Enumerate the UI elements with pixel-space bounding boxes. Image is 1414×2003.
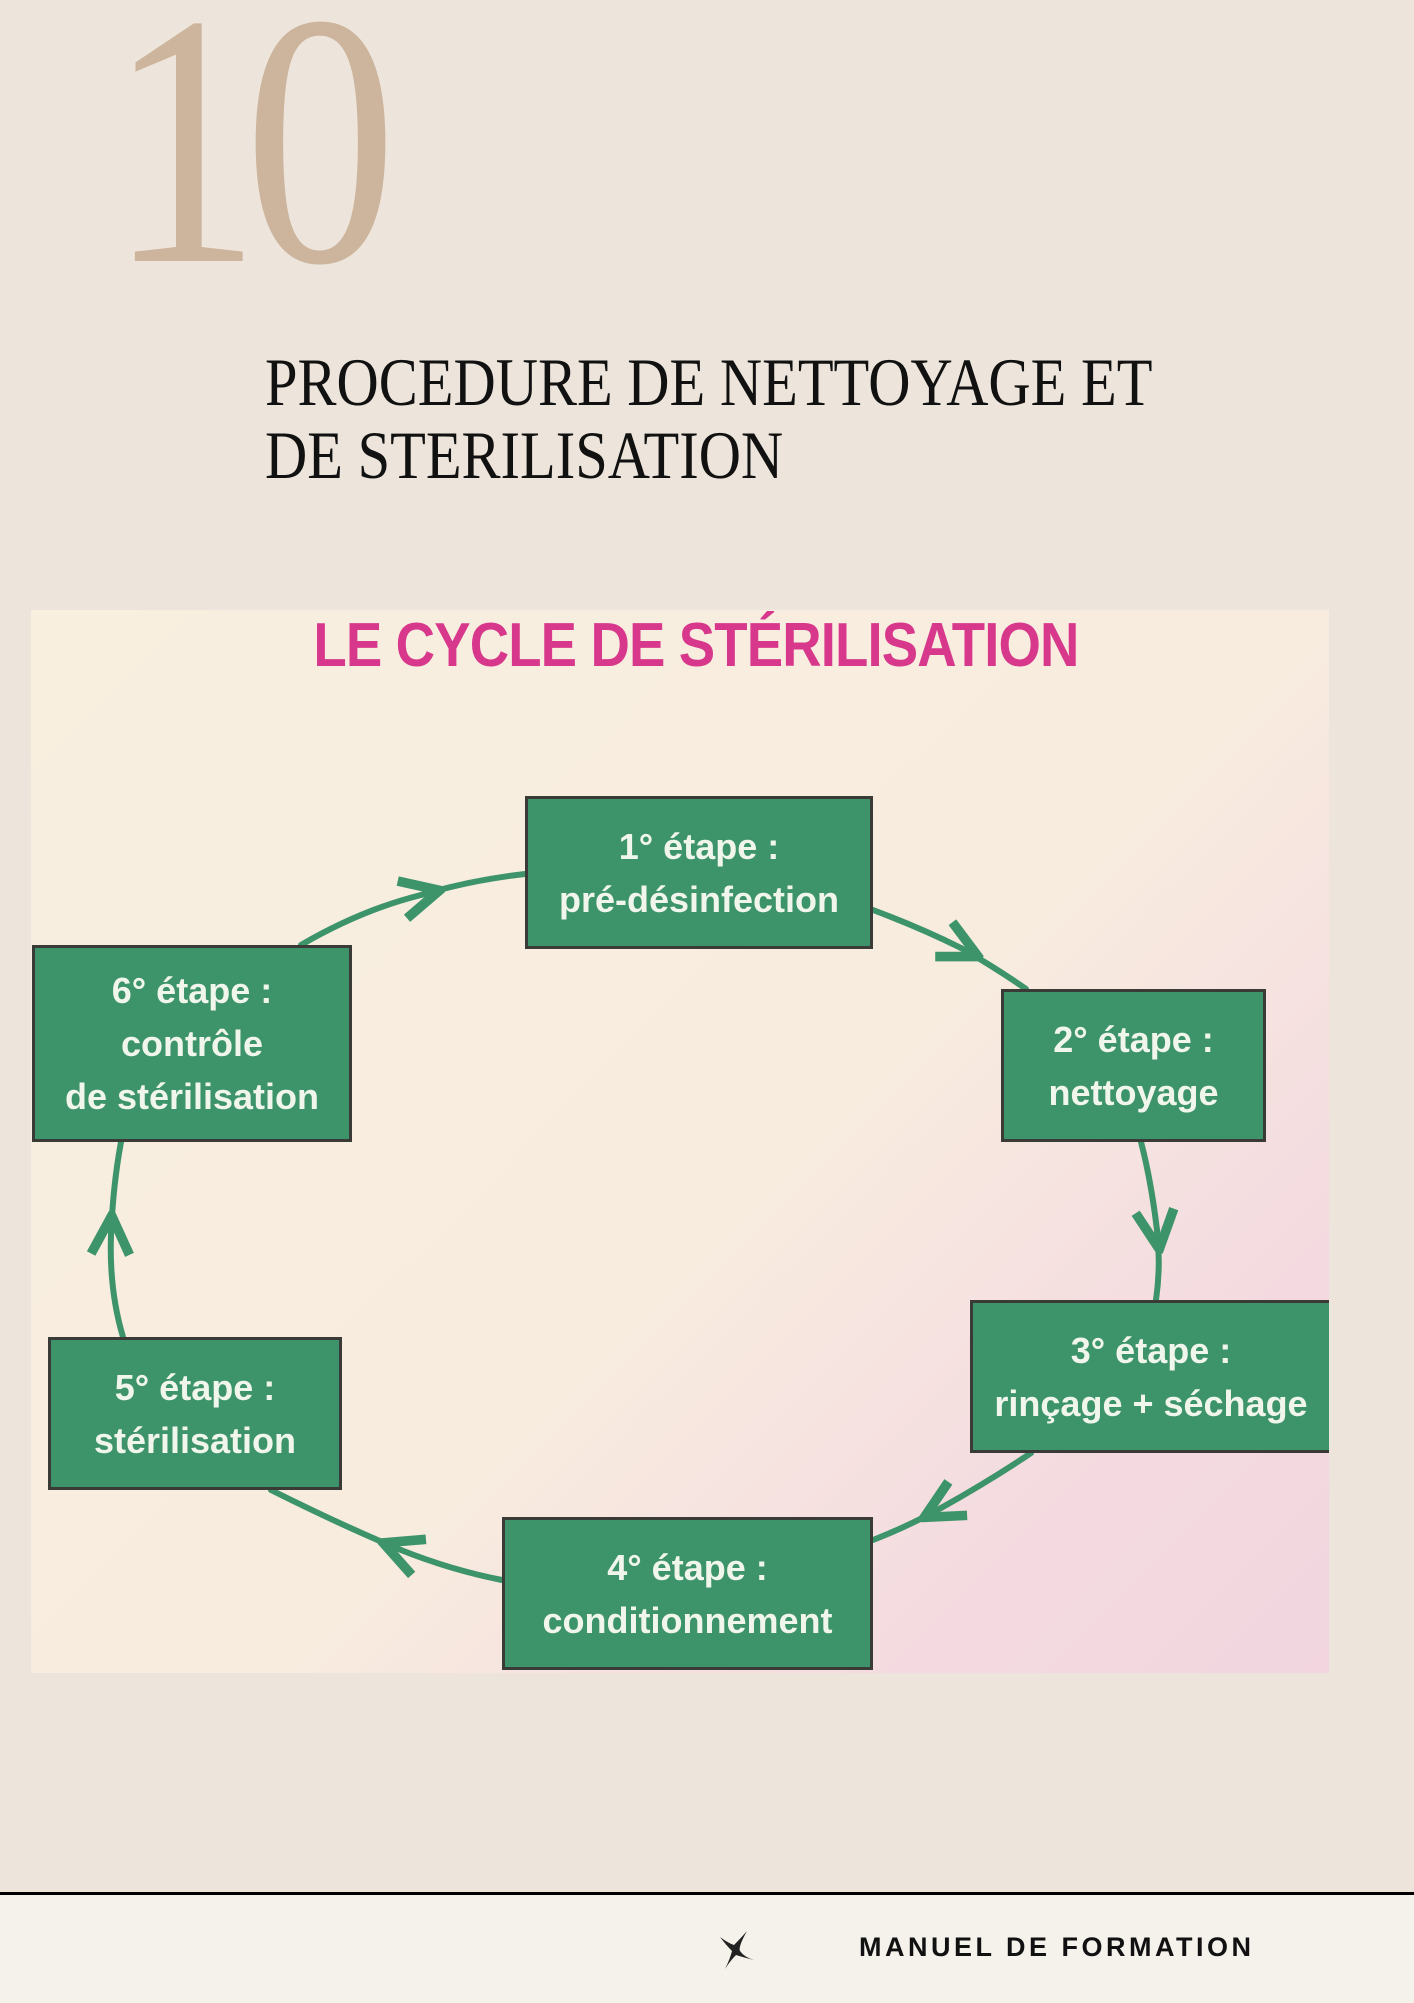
cycle-arrows bbox=[31, 871, 1329, 1583]
step-desc: stérilisation bbox=[93, 1419, 297, 1461]
step-desc-2: de stérilisation bbox=[64, 1076, 320, 1117]
page-title-line-2: DE STERILISATION bbox=[265, 417, 784, 493]
step-1-box: 1° étape : pré-désinfection bbox=[525, 796, 873, 949]
arrow-4-to-5 bbox=[401, 1550, 505, 1583]
step-6-box: 6° étape : contrôle de stérilisation bbox=[32, 945, 352, 1142]
chapter-number: 10 bbox=[108, 0, 397, 339]
step-2-box: 2° étape : nettoyage bbox=[1001, 989, 1266, 1142]
arrow-2-to-3 bbox=[1141, 1139, 1157, 1230]
sterilization-cycle-diagram: LE CYCLE DE STÉRILISATION 1° étape : pré… bbox=[31, 610, 1329, 1673]
step-label: 2° étape : bbox=[1053, 1018, 1214, 1060]
step-label: 5° étape : bbox=[114, 1366, 276, 1408]
step-5-box: 5° étape : stérilisation bbox=[48, 1337, 342, 1490]
diagram-title: LE CYCLE DE STÉRILISATION bbox=[313, 611, 1079, 680]
step-desc: pré-désinfection bbox=[558, 878, 840, 920]
step-label: 3° étape : bbox=[1070, 1329, 1232, 1371]
step-desc: nettoyage bbox=[1048, 1071, 1219, 1113]
step-desc: contrôle bbox=[120, 1023, 263, 1064]
footer: MANUEL DE FORMATION bbox=[0, 1892, 1414, 2003]
step-3-box: 3° étape : rinçage + séchage bbox=[970, 1300, 1329, 1453]
footer-text: MANUEL DE FORMATION bbox=[859, 1932, 1255, 1962]
arrow-6-to-1 bbox=[298, 895, 421, 948]
step-label: 6° étape : bbox=[111, 970, 273, 1011]
page-title: PROCEDURE DE NETTOYAGE ET DE STERILISATI… bbox=[265, 346, 1152, 492]
sparkle-star-icon bbox=[720, 1931, 754, 1969]
arrow-3-to-4 bbox=[941, 1450, 1034, 1508]
step-desc: conditionnement bbox=[542, 1599, 833, 1641]
step-desc: rinçage + séchage bbox=[994, 1382, 1308, 1424]
step-4-box: 4° étape : conditionnement bbox=[502, 1517, 873, 1670]
arrow-5-to-6 bbox=[111, 1235, 123, 1340]
step-label: 1° étape : bbox=[618, 825, 780, 867]
arrow-1-to-2 bbox=[870, 907, 961, 948]
page-title-line-1: PROCEDURE DE NETTOYAGE ET bbox=[265, 344, 1153, 420]
step-label: 4° étape : bbox=[607, 1546, 768, 1588]
